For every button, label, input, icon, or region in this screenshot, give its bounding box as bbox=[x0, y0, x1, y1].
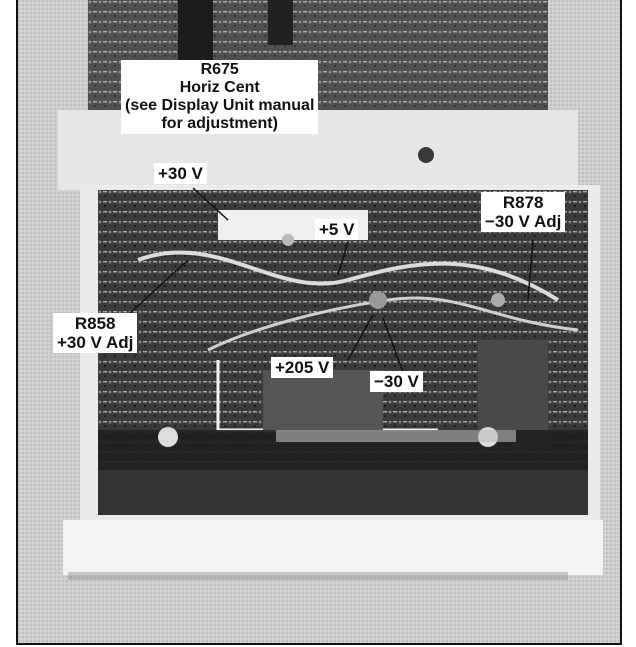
callout-pointer bbox=[192, 187, 229, 221]
callout-pointer bbox=[382, 317, 404, 373]
panel-screw-hole bbox=[418, 147, 434, 163]
component bbox=[369, 291, 387, 309]
callout-plus205v-label: +205 V bbox=[275, 358, 330, 377]
callout-pointer bbox=[347, 314, 374, 361]
top-component bbox=[268, 0, 293, 45]
callout-r858: R858 +30 V Adj bbox=[53, 313, 138, 354]
component-block bbox=[263, 370, 383, 430]
chassis-photo bbox=[18, 0, 620, 643]
component bbox=[491, 293, 505, 307]
callout-plus5v: +5 V bbox=[315, 219, 359, 241]
callout-plus30v: +30 V bbox=[154, 163, 207, 185]
callout-r675-line2: Horiz Cent bbox=[179, 78, 260, 96]
callout-r675-line3: (see Display Unit manual bbox=[125, 96, 315, 114]
callout-plus205v: +205 V bbox=[271, 357, 334, 379]
callout-plus5v-label: +5 V bbox=[319, 220, 355, 239]
callout-plus30v-label: +30 V bbox=[158, 164, 203, 183]
callout-pointer bbox=[527, 239, 534, 301]
callout-r675-line4: for adjustment) bbox=[161, 114, 278, 132]
knob bbox=[158, 427, 178, 447]
panel-label-strip bbox=[276, 430, 516, 442]
photo-frame: R675 Horiz Cent (see Display Unit manual… bbox=[16, 0, 622, 645]
top-component bbox=[178, 0, 213, 60]
component bbox=[282, 234, 294, 246]
callout-r675: R675 Horiz Cent (see Display Unit manual… bbox=[121, 60, 319, 134]
bottom-panel bbox=[98, 430, 588, 515]
wire-bundle bbox=[137, 250, 560, 302]
callout-r878: R878 −30 V Adj bbox=[481, 192, 566, 233]
chassis-bottom-lip bbox=[63, 520, 603, 575]
chassis-shadow bbox=[68, 572, 568, 580]
callout-r878-line1: R878 bbox=[502, 193, 544, 212]
callout-pointer bbox=[127, 259, 189, 316]
callout-r878-line2: −30 V Adj bbox=[485, 212, 562, 232]
callout-r675-line1: R675 bbox=[200, 61, 239, 78]
callout-pointer bbox=[337, 241, 349, 276]
callout-minus30v-label: −30 V bbox=[374, 372, 419, 391]
callout-r858-line2: +30 V Adj bbox=[57, 333, 134, 353]
callout-r858-line1: R858 bbox=[74, 314, 116, 333]
callout-minus30v: −30 V bbox=[370, 371, 423, 393]
wire-bundle bbox=[207, 296, 579, 352]
